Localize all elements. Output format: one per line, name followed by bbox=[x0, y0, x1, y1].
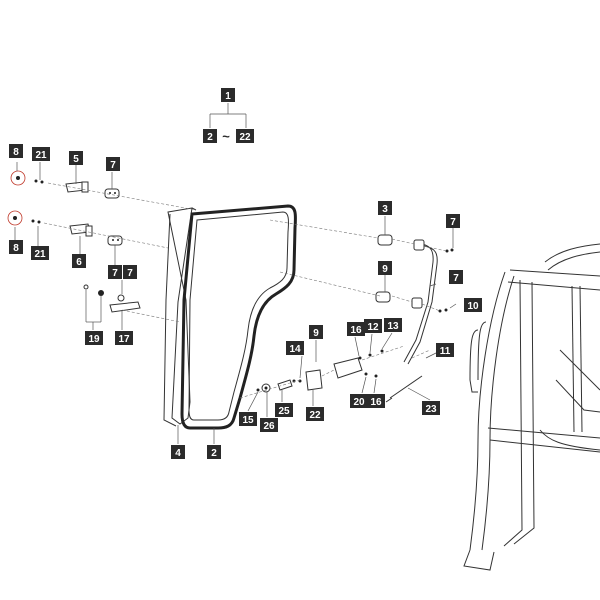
callout-text: 15 bbox=[242, 415, 254, 426]
latch-spring bbox=[83, 284, 104, 296]
door-glass bbox=[163, 207, 197, 427]
callout-text: 7 bbox=[453, 273, 459, 284]
callout-22: 22 bbox=[306, 407, 324, 421]
callout-23: 23 bbox=[422, 401, 440, 415]
label-range-start: 2 bbox=[203, 129, 217, 143]
callout-text: 7 bbox=[127, 268, 133, 279]
callout-6: 6 bbox=[72, 254, 86, 268]
callout-text: 10 bbox=[467, 301, 479, 312]
callout-20: 20 bbox=[350, 394, 368, 408]
callout-text: 7 bbox=[112, 268, 118, 279]
callout-text: 17 bbox=[118, 334, 130, 345]
callout-3: 3 bbox=[378, 201, 392, 215]
callout-text: 25 bbox=[278, 406, 290, 417]
callout-7: 7 bbox=[446, 214, 460, 228]
hinge-pin-upper bbox=[10, 170, 26, 186]
callout-7: 7 bbox=[123, 265, 137, 279]
hinge-bracket-lower bbox=[69, 223, 93, 237]
callout-text: 23 bbox=[425, 404, 437, 415]
handle-rod bbox=[403, 239, 438, 365]
callout-17: 17 bbox=[115, 331, 133, 345]
door-seal bbox=[180, 204, 297, 430]
callout-text: 14 bbox=[289, 344, 301, 355]
hinge-plate-4 bbox=[375, 291, 391, 303]
callout-14: 14 bbox=[286, 341, 304, 355]
callout-text: 26 bbox=[263, 421, 275, 432]
callout-text: 21 bbox=[34, 249, 46, 260]
callout-text: 4 bbox=[175, 448, 181, 459]
callout-2: 2 bbox=[207, 445, 221, 459]
callout-text: 2 bbox=[211, 448, 217, 459]
callout-8: 8 bbox=[9, 144, 23, 158]
callout-text: 8 bbox=[13, 147, 19, 158]
gas-strut bbox=[385, 375, 423, 403]
callout-26: 26 bbox=[260, 418, 278, 432]
callout-text: 9 bbox=[382, 264, 388, 275]
hinge-plate-3 bbox=[377, 234, 393, 246]
callout-21: 21 bbox=[32, 147, 50, 161]
callout-text: 19 bbox=[88, 334, 100, 345]
bolt-lower bbox=[438, 308, 448, 313]
leader-lines bbox=[14, 162, 457, 444]
latch-assembly bbox=[292, 349, 384, 391]
callout-text: 20 bbox=[353, 397, 365, 408]
callout-21: 21 bbox=[31, 246, 49, 260]
callout-9: 9 bbox=[378, 261, 392, 275]
callout-text: 22 bbox=[309, 410, 321, 421]
callout-text: 12 bbox=[367, 322, 379, 333]
callout-8: 8 bbox=[9, 240, 23, 254]
callout-16: 16 bbox=[367, 394, 385, 408]
cab-frame bbox=[463, 243, 600, 571]
hinge-bracket-upper bbox=[65, 181, 89, 193]
callout-text: 6 bbox=[76, 257, 82, 268]
callout-text: 11 bbox=[440, 346, 451, 357]
callout-13: 13 bbox=[384, 318, 402, 332]
callout-text: 3 bbox=[382, 204, 388, 215]
washer-lower bbox=[31, 219, 41, 224]
callout-19: 19 bbox=[85, 331, 103, 345]
callout-25: 25 bbox=[275, 403, 293, 417]
latch-washer bbox=[117, 294, 125, 302]
callout-7: 7 bbox=[108, 265, 122, 279]
callout-text: 7 bbox=[450, 217, 456, 228]
callout-7: 7 bbox=[449, 270, 463, 284]
alignment-lines bbox=[43, 182, 447, 399]
callout-text: 16 bbox=[370, 397, 382, 408]
callout-4: 4 bbox=[171, 445, 185, 459]
label-group-main: 1 bbox=[221, 88, 235, 102]
callout-10: 10 bbox=[464, 298, 482, 312]
hinge-pin-lower bbox=[7, 210, 23, 226]
callout-5: 5 bbox=[69, 151, 83, 165]
callout-9: 9 bbox=[309, 325, 323, 339]
lock-cylinder bbox=[256, 379, 293, 393]
callout-text: 21 bbox=[35, 150, 47, 161]
callout-text: 5 bbox=[73, 154, 79, 165]
svg-text:1: 1 bbox=[225, 91, 231, 102]
svg-text:22: 22 bbox=[239, 132, 251, 143]
callout-text: 8 bbox=[13, 243, 19, 254]
callout-15: 15 bbox=[239, 412, 257, 426]
bolt-upper bbox=[445, 248, 454, 253]
callout-11: 11 bbox=[436, 343, 454, 357]
callout-text: 16 bbox=[350, 325, 362, 336]
range-separator: ~ bbox=[222, 129, 230, 144]
callout-text: 13 bbox=[387, 321, 399, 332]
callout-text: 9 bbox=[313, 328, 319, 339]
svg-text:2: 2 bbox=[207, 132, 213, 143]
latch-bracket bbox=[109, 301, 141, 313]
label-range-end: 22 bbox=[236, 129, 254, 143]
callout-7: 7 bbox=[106, 157, 120, 171]
group-bracket bbox=[209, 103, 247, 128]
washer-upper bbox=[34, 179, 44, 184]
callout-12: 12 bbox=[364, 319, 382, 333]
callout-text: 7 bbox=[110, 160, 116, 171]
callout-16: 16 bbox=[347, 322, 365, 336]
